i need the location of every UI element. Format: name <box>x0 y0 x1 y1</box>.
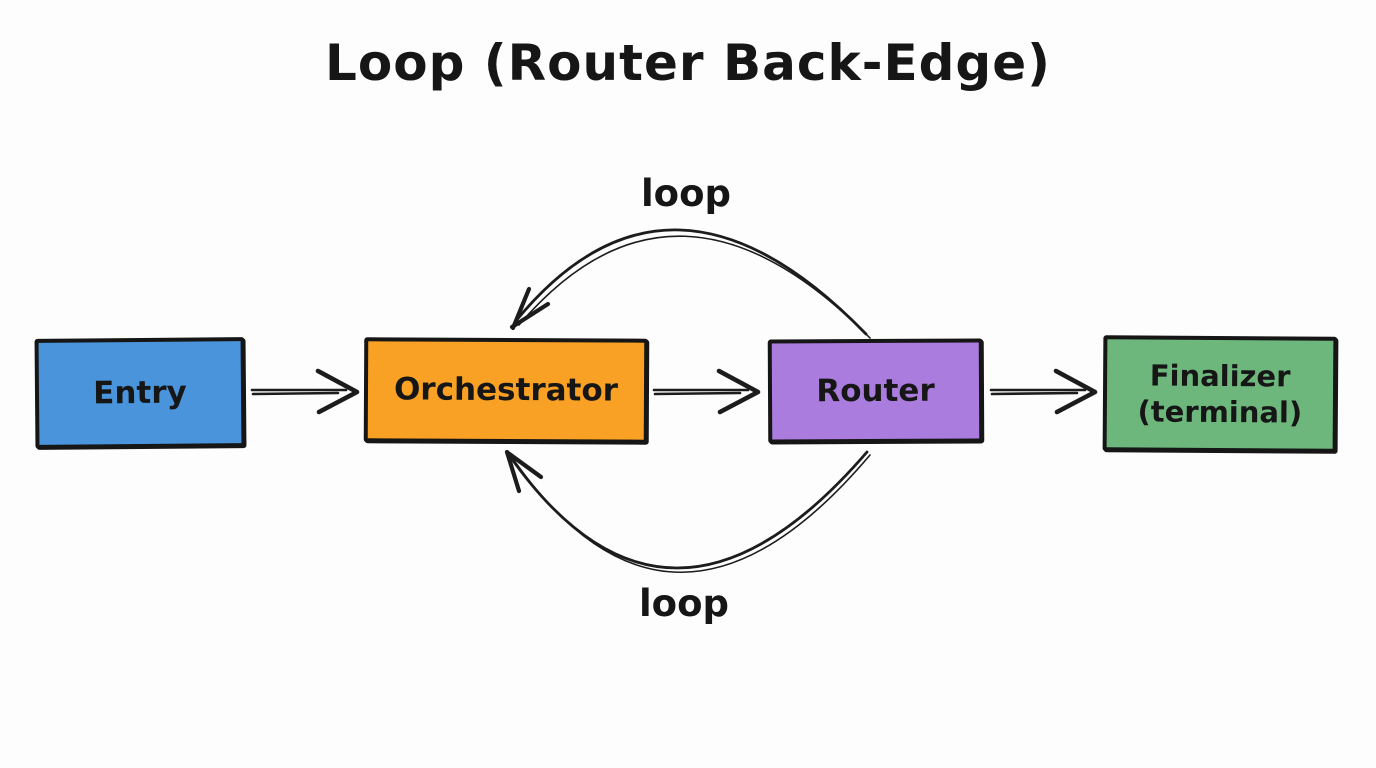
edge-router-loop-top <box>509 228 871 339</box>
node-orchestrator: Orchestrator <box>363 337 649 444</box>
edge-router-to-finalizer <box>989 368 1098 415</box>
node-router: Router <box>767 338 984 444</box>
node-router-label: Router <box>816 372 935 409</box>
edge-entry-to-orchestrator <box>250 368 360 415</box>
node-orchestrator-label: Orchestrator <box>393 371 619 409</box>
edge-orchestrator-to-router <box>652 368 761 415</box>
node-entry: Entry <box>34 337 246 449</box>
edge-router-loop-bottom <box>504 449 871 573</box>
node-finalizer-label-line2: (terminal) <box>1137 394 1303 430</box>
node-finalizer-label-line1: Finalizer <box>1149 358 1291 394</box>
loop-label-top: loop <box>640 172 731 215</box>
loop-label-bottom: loop <box>638 582 729 625</box>
diagram-title: Loop (Router Back-Edge) <box>325 34 1051 92</box>
node-entry-label: Entry <box>93 374 187 412</box>
node-finalizer: Finalizer (terminal) <box>1102 335 1338 453</box>
